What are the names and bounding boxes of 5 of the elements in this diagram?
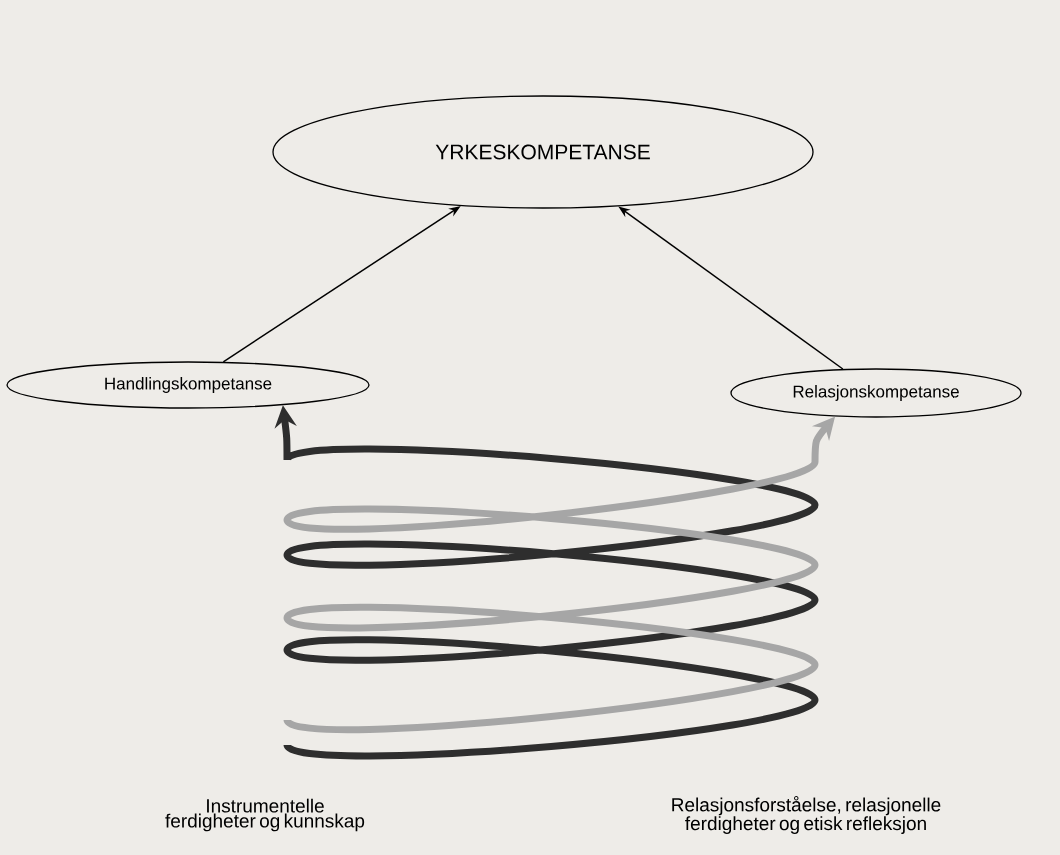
ellipse-node: Relasjonskompetanse xyxy=(730,368,1022,418)
ellipse-node: YRKESKOMPETANSE xyxy=(272,95,814,209)
ellipse-node: Handlingskompetanse xyxy=(6,361,370,409)
caption-text: Instrumentelle ferdigheter og kunnskap xyxy=(165,798,365,832)
caption-text: Relasjonsforståelse, relasjonelle ferdigheter og etisk refleksjon xyxy=(672,796,941,834)
